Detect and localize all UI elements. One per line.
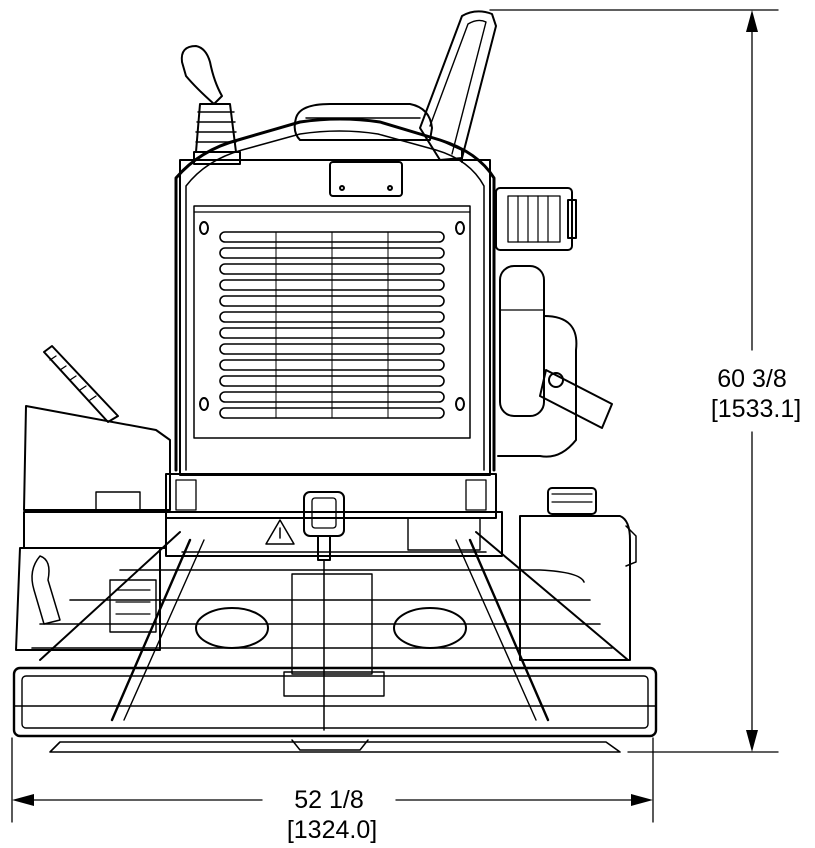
height-imperial-label: 60 3/8 bbox=[717, 365, 787, 393]
engine-housing bbox=[174, 117, 496, 476]
width-imperial-label: 52 1/8 bbox=[294, 786, 364, 814]
height-metric-label: [1533.1] bbox=[711, 395, 801, 423]
control-handle bbox=[180, 45, 241, 165]
height-arrow-top bbox=[746, 10, 758, 32]
gearbox-frame bbox=[165, 473, 503, 731]
width-metric-label: [1324.0] bbox=[287, 816, 377, 844]
width-arrow-right bbox=[631, 794, 653, 806]
guard-ring bbox=[12, 531, 658, 753]
radiator-grille bbox=[219, 231, 445, 419]
muffler bbox=[497, 265, 613, 458]
air-filter bbox=[495, 187, 577, 251]
height-arrow-bottom bbox=[746, 730, 758, 752]
width-arrow-left bbox=[12, 794, 34, 806]
fuel-tank bbox=[519, 487, 637, 661]
left-platform bbox=[15, 345, 171, 651]
width-dimension: 52 1/8 [1324.0] bbox=[11, 737, 654, 844]
warning-triangle-icon bbox=[265, 519, 295, 545]
height-dimension: 60 3/8 [1533.1] bbox=[489, 9, 801, 753]
